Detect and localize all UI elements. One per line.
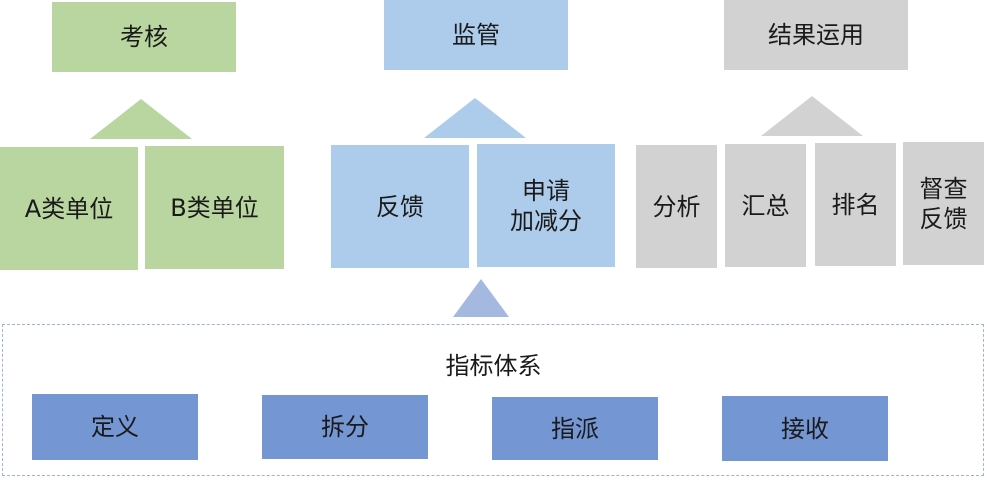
supervision-arrow [424,98,526,138]
ranking-box: 排名 [815,143,896,266]
indicator-system-frame [2,324,984,476]
analysis-box: 分析 [636,145,717,268]
inspect-feedback-box: 督查 反馈 [903,142,984,265]
unit-b-box: B类单位 [145,146,284,269]
result-use-header: 结果运用 [724,0,908,70]
indicator-system-title: 指标体系 [445,352,542,380]
indicator-item-split: 拆分 [262,395,428,459]
indicator-item-define: 定义 [32,394,198,460]
feedback-box: 反馈 [331,145,469,268]
indicator-item-receive: 接收 [722,396,888,461]
apply-points-box: 申请 加减分 [477,144,615,267]
summary-box: 汇总 [725,144,806,267]
result-use-arrow [761,96,863,136]
assessment-header: 考核 [52,2,236,72]
indicator-item-assign: 指派 [492,397,658,460]
indicator-arrow [453,279,509,317]
supervision-header: 监管 [384,0,568,70]
assessment-arrow [90,99,192,139]
unit-a-box: A类单位 [0,147,138,270]
